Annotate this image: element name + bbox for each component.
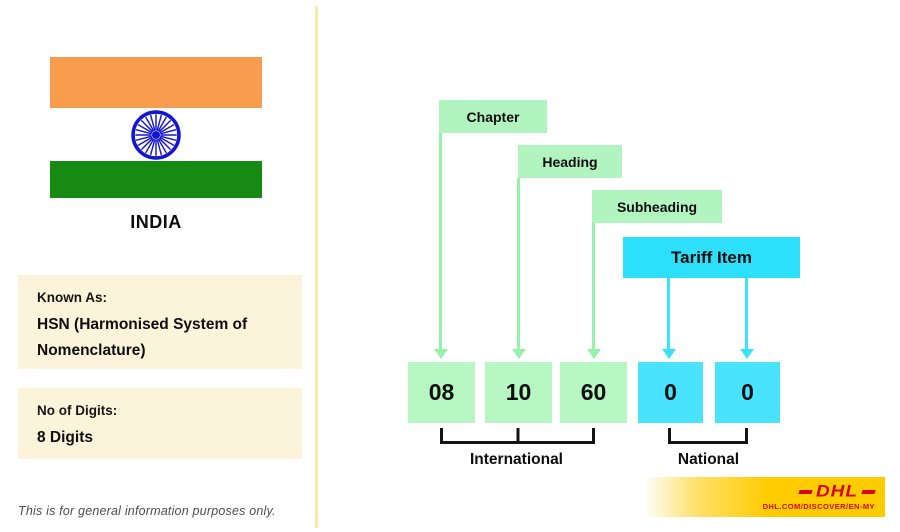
digit-box-1: 08 — [408, 362, 475, 423]
level-heading: Heading — [518, 145, 622, 178]
level-subheading: Subheading — [592, 190, 722, 223]
dhl-url[interactable]: DHL.COM/DISCOVER/EN-MY — [762, 502, 875, 511]
arrow-down-icon — [511, 349, 526, 359]
group-label-international: International — [469, 451, 563, 468]
level-chapter: Chapter — [439, 100, 547, 133]
connector-heading — [517, 178, 520, 349]
connector-subheading — [592, 223, 595, 349]
arrow-down-icon — [586, 349, 601, 359]
dhl-logo: DHL — [798, 482, 876, 501]
digits-value: 8 Digits — [37, 429, 93, 446]
known-as-value: HSN (Harmonised System of Nomenclature) — [37, 316, 248, 359]
digits-box: No of Digits: 8 Digits — [18, 388, 302, 459]
flag-green-band — [50, 161, 262, 198]
connector-tariff-2 — [745, 278, 748, 349]
international-bracket — [440, 428, 595, 444]
dhl-logo-bar-right — [861, 490, 876, 494]
vertical-divider — [315, 6, 318, 528]
bracket-mid-tick — [516, 428, 519, 441]
group-label-national: National — [677, 451, 740, 468]
connector-chapter — [439, 133, 442, 349]
country-name: INDIA — [130, 212, 182, 232]
dhl-banner: DHL DHL.COM/DISCOVER/EN-MY — [643, 477, 885, 517]
arrow-down-icon — [661, 349, 676, 359]
arrow-down-icon — [739, 349, 754, 359]
flag-saffron-band — [50, 57, 262, 108]
dhl-wordmark: DHL — [815, 482, 858, 501]
known-as-label: Known As: — [37, 290, 107, 305]
ashoka-chakra-icon — [131, 109, 181, 160]
level-tariff-item: Tariff Item — [623, 237, 800, 278]
arrow-down-icon — [433, 349, 448, 359]
connector-tariff-1 — [667, 278, 670, 349]
digit-box-4: 0 — [638, 362, 703, 423]
digit-box-5: 0 — [715, 362, 780, 423]
digit-box-3: 60 — [560, 362, 627, 423]
flag-white-band — [50, 108, 262, 161]
digit-box-2: 10 — [485, 362, 552, 423]
disclaimer-text: This is for general information purposes… — [18, 504, 276, 518]
national-bracket — [668, 428, 748, 444]
known-as-box: Known As: HSN (Harmonised System of Nome… — [18, 275, 302, 369]
digits-label: No of Digits: — [37, 403, 118, 418]
india-flag — [50, 57, 262, 198]
dhl-logo-bar-left — [798, 490, 813, 494]
